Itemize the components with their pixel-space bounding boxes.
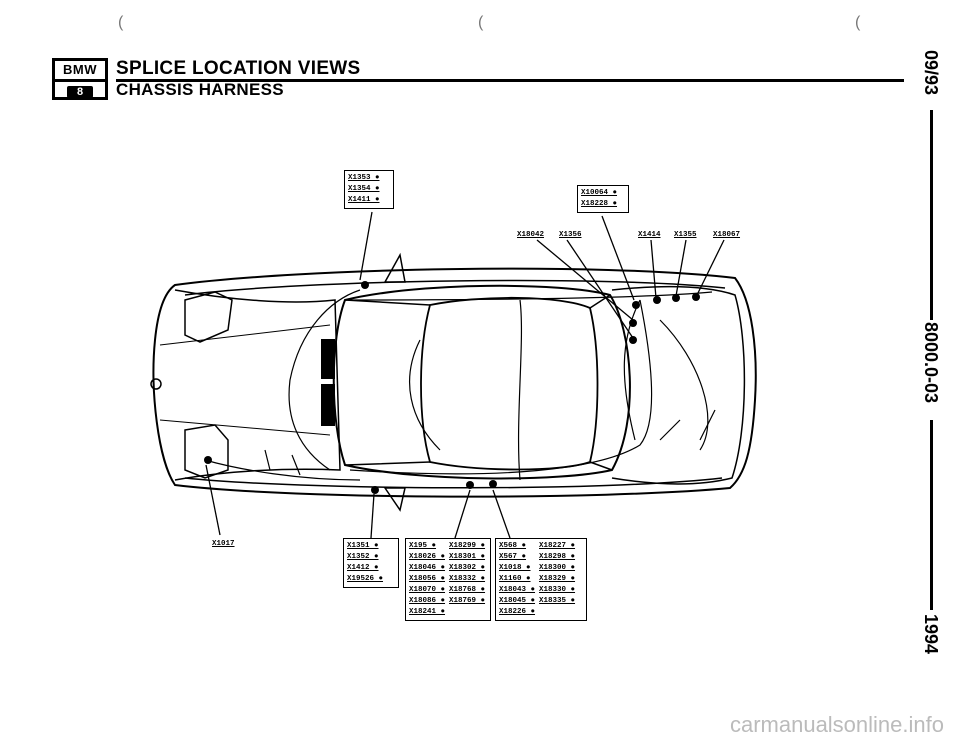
splice-label: X18768 ● xyxy=(449,586,486,594)
title-rule xyxy=(116,79,904,82)
splice-label: X18299 ● xyxy=(449,542,486,550)
splice-label: X568 ● xyxy=(499,542,527,550)
tick-mark: ( xyxy=(855,14,861,31)
splice-label: X18769 ● xyxy=(449,597,486,605)
splice-label: X18067 xyxy=(713,231,741,239)
grille-left xyxy=(321,339,335,379)
series-badge: 8 xyxy=(67,86,93,98)
splice-label-box: X1351 ● X1352 ● X1412 ● X19526 ● xyxy=(343,538,399,588)
splice-label: X18046 ● xyxy=(409,564,446,572)
splice-label: X18300 ● xyxy=(539,564,576,572)
splice-label: X18045 ● xyxy=(499,597,536,605)
splice-label: X1414 xyxy=(638,231,661,239)
splice-label: X1351 ● xyxy=(347,542,379,550)
splice-label: X567 ● xyxy=(499,553,527,561)
splice-label: X1412 ● xyxy=(347,564,379,572)
trunk xyxy=(611,285,746,485)
splice-label: X10064 ● xyxy=(581,189,618,197)
car-body-outline xyxy=(152,267,757,498)
headlight-left xyxy=(184,291,233,343)
splice-label: X18330 ● xyxy=(539,586,576,594)
side-rule xyxy=(930,110,933,320)
splice-label: X18301 ● xyxy=(449,553,486,561)
side-date: 09/93 xyxy=(921,50,941,96)
tick-mark: ( xyxy=(478,14,484,31)
splice-label: X18228 ● xyxy=(581,200,618,208)
splice-label: X1354 ● xyxy=(348,185,380,193)
splice-label-box: X568 ● X567 ● X1018 ● X1160 ● X18043 ● X… xyxy=(495,538,587,621)
splice-label: X18241 ● xyxy=(409,608,446,616)
splice-points xyxy=(204,281,700,494)
leader-lines xyxy=(205,211,725,539)
mirror-left xyxy=(383,252,406,283)
splice-label: X18056 ● xyxy=(409,575,446,583)
hood xyxy=(174,289,341,481)
splice-label-box: X10064 ● X18228 ● xyxy=(577,185,629,213)
splice-label: X18332 ● xyxy=(449,575,486,583)
splice-label: X1352 ● xyxy=(347,553,379,561)
splice-label: X18298 ● xyxy=(539,553,576,561)
splice-label: X18043 ● xyxy=(499,586,536,594)
side-year: 1994 xyxy=(921,614,941,655)
splice-label-box: X1353 ● X1354 ● X1411 ● xyxy=(344,170,394,209)
roof xyxy=(420,296,599,471)
grille-right xyxy=(321,384,335,426)
splice-label: X18086 ● xyxy=(409,597,446,605)
splice-label-box: X195 ● X18026 ● X18046 ● X18056 ● X18070… xyxy=(405,538,491,621)
splice-label: X1160 ● xyxy=(499,575,531,583)
splice-label: X1356 xyxy=(559,231,582,239)
splice-label: X1353 ● xyxy=(348,174,380,182)
splice-label: X18042 xyxy=(517,231,545,239)
cabin xyxy=(332,284,631,480)
splice-label: X195 ● xyxy=(409,542,437,550)
page-subtitle: CHASSIS HARNESS xyxy=(116,80,284,99)
splice-label: X1018 ● xyxy=(499,564,531,572)
side-doc-number: 8000.0-03 xyxy=(921,322,941,404)
emblem xyxy=(150,378,162,390)
logo-text: BMW xyxy=(55,61,105,82)
splice-label: X19526 ● xyxy=(347,575,384,583)
page-title: SPLICE LOCATION VIEWS xyxy=(116,58,361,79)
splice-label: X1411 ● xyxy=(348,196,380,204)
harness-wires xyxy=(204,289,716,481)
splice-label: X18227 ● xyxy=(539,542,576,550)
splice-label: X1017 xyxy=(212,540,235,548)
watermark: carmanualsonline.info xyxy=(729,712,944,737)
mirror-right xyxy=(383,487,406,512)
splice-label: X1355 xyxy=(674,231,697,239)
splice-label: X18226 ● xyxy=(499,608,536,616)
tick-mark: ( xyxy=(118,14,124,31)
splice-label: X18302 ● xyxy=(449,564,486,572)
splice-label: X18026 ● xyxy=(409,553,446,561)
splice-label: X18329 ● xyxy=(539,575,576,583)
splice-label: X18070 ● xyxy=(409,586,446,594)
splice-label: X18335 ● xyxy=(539,597,576,605)
bmw-logo: BMW 8 xyxy=(52,58,108,100)
side-rule xyxy=(930,420,933,610)
